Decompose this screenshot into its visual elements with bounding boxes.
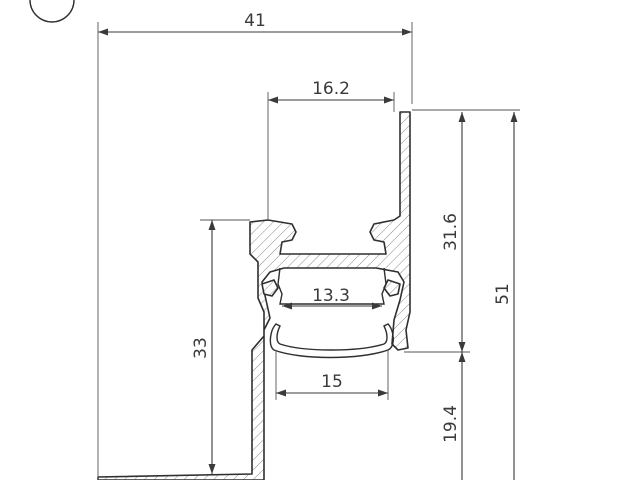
label-upper-height: 31.6: [441, 213, 461, 251]
aluminium-profile: [97, 111, 411, 480]
label-overall-width: 41: [244, 11, 266, 31]
extension-lines: [97, 22, 520, 480]
label-lower-height: 19.4: [441, 405, 461, 443]
diffuser-cover: [269, 323, 394, 359]
dimension-labels: 41 16.2 13.3 15 33 31.6 51 19.4: [191, 11, 513, 443]
label-total-height: 51: [493, 283, 513, 305]
label-left-height: 33: [191, 337, 211, 359]
label-inner-width: 13.3: [312, 286, 350, 306]
label-channel-width: 16.2: [312, 79, 350, 99]
label-diffuser-width: 15: [321, 372, 343, 392]
dimension-lines: [98, 28, 518, 480]
callout-circle-partial: [29, 0, 75, 23]
